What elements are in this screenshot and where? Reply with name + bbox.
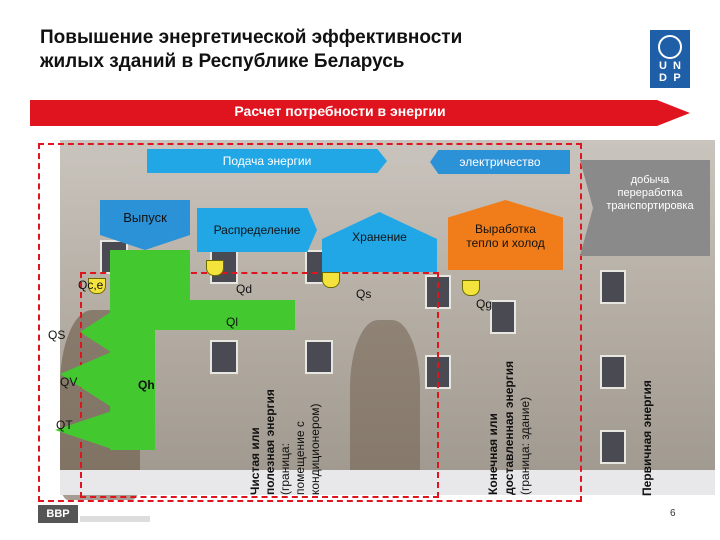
energy-calc-banner: Расчет потребности в энергии	[30, 100, 690, 126]
label-ql: Ql	[226, 315, 238, 329]
net-energy-line-3: (граница:	[278, 443, 292, 495]
generation-line-2: тепло и холод	[466, 236, 545, 250]
net-energy-line-1: Чистая или	[248, 427, 262, 495]
generation-box: Выработка тепло и холод	[448, 200, 563, 270]
label-qh: Qh	[138, 378, 155, 392]
loss-gauge-icon	[462, 280, 480, 296]
un-emblem-icon	[658, 35, 682, 59]
bbp-logo-subtext	[80, 516, 150, 522]
label-qs-solar: QS	[48, 328, 66, 342]
loss-gauge-icon	[322, 272, 340, 288]
green-flow-loss	[150, 300, 295, 330]
primary-line-2: переработка	[617, 187, 683, 199]
green-flow-main	[110, 300, 155, 450]
net-energy-line-4: помещение с	[293, 421, 307, 495]
slide-title: Повышение энергетической эффективности ж…	[40, 26, 560, 74]
loss-gauge-icon	[88, 278, 106, 294]
storage-label: Хранение	[352, 230, 407, 244]
title-line-1: Повышение энергетической эффективности	[40, 27, 463, 48]
primary-supply-arrow: добыча переработка транспортировка	[580, 160, 710, 256]
label-qce: Qc,e	[78, 278, 104, 292]
primary-energy-label: Первичная энергия	[640, 380, 654, 496]
snow-ground	[60, 470, 715, 495]
distribution-box: Распределение	[197, 208, 317, 252]
label-qs: Qs	[356, 287, 372, 301]
final-energy-line-2: доставленная энергия	[502, 360, 516, 495]
logo-letter: P	[673, 72, 681, 84]
net-energy-line-5: кондиционером)	[308, 403, 322, 495]
loss-gauge-icon	[206, 260, 224, 276]
final-energy-label: Конечная или доставленная энергия (грани…	[486, 310, 548, 495]
label-qd: Qd	[236, 282, 253, 296]
label-qg: Qg	[476, 297, 493, 311]
label-qt: QT	[56, 418, 73, 432]
generation-line-1: Выработка	[475, 222, 536, 236]
final-energy-line-3: (граница: здание)	[518, 396, 532, 495]
net-energy-label: Чистая или полезная энергия (граница: по…	[248, 350, 348, 495]
undp-logo: U N D P	[650, 30, 690, 88]
primary-line-3: транспортировка	[606, 200, 694, 212]
logo-letter: U	[659, 60, 667, 72]
final-energy-line-1: Конечная или	[486, 413, 500, 495]
label-qv: QV	[60, 375, 78, 389]
logo-letter: N	[673, 60, 681, 72]
logo-letter: D	[659, 72, 667, 84]
net-energy-line-2: полезная энергия	[263, 389, 277, 495]
building-boundary	[38, 143, 582, 502]
electricity-arrow: электричество	[430, 150, 570, 174]
energy-supply-arrow: Подача энергии	[147, 149, 387, 173]
primary-line-1: добыча	[630, 174, 670, 186]
page-number: 6	[670, 508, 676, 519]
bbp-logo: BBP	[38, 505, 78, 523]
banner-label: Расчет потребности в энергии	[234, 103, 446, 119]
title-line-2: жилых зданий в Республике Беларусь	[40, 51, 405, 72]
